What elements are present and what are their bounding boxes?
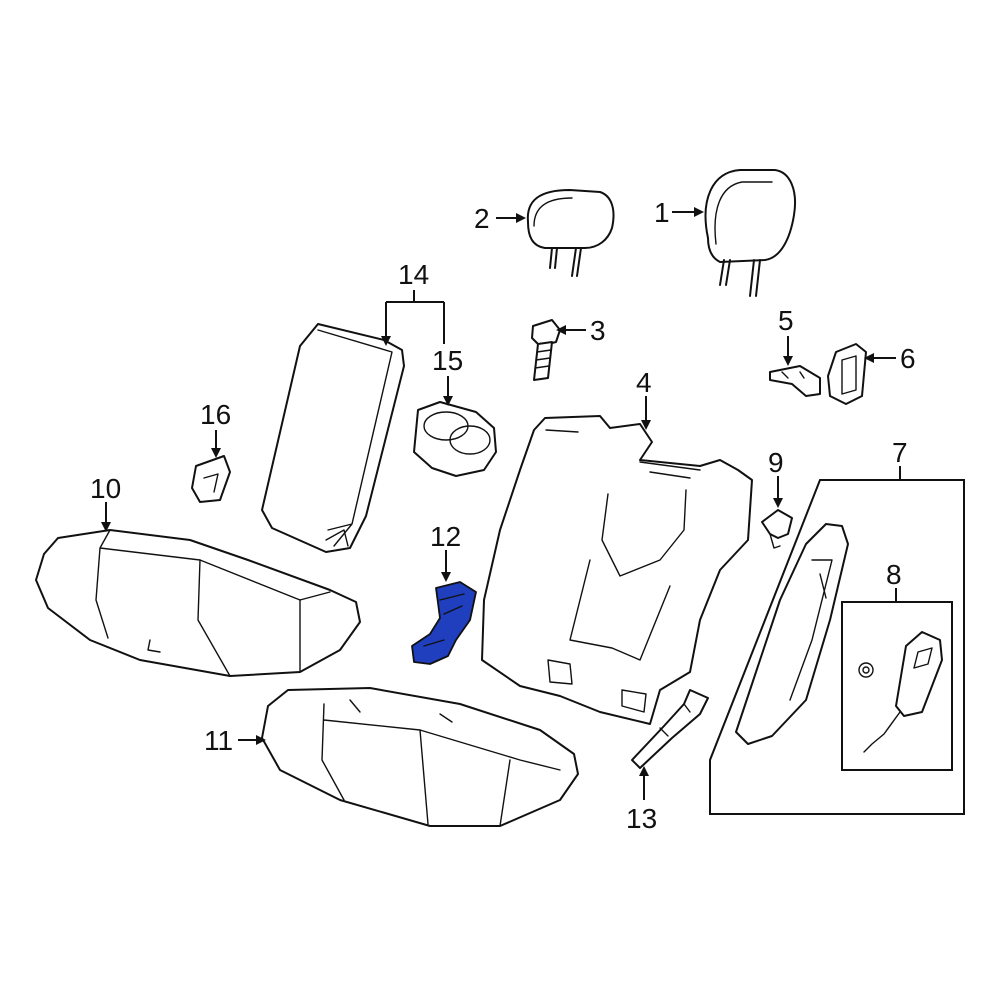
callout-5: 5 [778, 305, 794, 336]
part-9-clip[interactable] [761, 509, 793, 549]
part-7-side-panel[interactable] [735, 523, 849, 745]
callout-6: 6 [900, 343, 916, 374]
callout-1: 1 [654, 197, 670, 228]
callout-11: 11 [204, 725, 233, 756]
part-4-seat-back[interactable] [481, 415, 753, 725]
part-1-headrest[interactable] [704, 169, 796, 297]
callout-13: 13 [626, 803, 657, 834]
part-3-bolt[interactable] [531, 319, 561, 381]
callout-16: 16 [200, 399, 231, 430]
leader-lines [101, 207, 901, 800]
part-6-latch-cover[interactable] [827, 343, 867, 405]
part-14-armrest[interactable] [261, 323, 405, 553]
part-16-hinge-cover[interactable] [191, 455, 231, 503]
part-5-bracket[interactable] [769, 365, 821, 397]
part-8-group-box [841, 601, 953, 771]
part-15-cup-holder[interactable] [413, 401, 497, 477]
part-2-headrest[interactable] [526, 189, 615, 277]
callout-10: 10 [90, 473, 121, 504]
callout-14: 14 [398, 259, 429, 290]
callout-labels: 1 2 3 4 5 6 7 8 9 10 11 12 13 14 15 16 [90, 197, 916, 834]
part-12-bracket-highlighted[interactable] [411, 581, 477, 665]
part-8-belt-buckle[interactable] [858, 631, 943, 753]
part-10-seat-cushion[interactable] [35, 529, 361, 677]
callout-12: 12 [430, 521, 461, 552]
callout-9: 9 [768, 447, 784, 478]
callout-8: 8 [886, 559, 902, 590]
callout-3: 3 [590, 315, 606, 346]
callout-7: 7 [892, 437, 908, 468]
callout-4: 4 [636, 367, 652, 398]
part-11-seat-cushion[interactable] [261, 687, 579, 827]
callout-2: 2 [474, 203, 490, 234]
callout-15: 15 [432, 345, 463, 376]
